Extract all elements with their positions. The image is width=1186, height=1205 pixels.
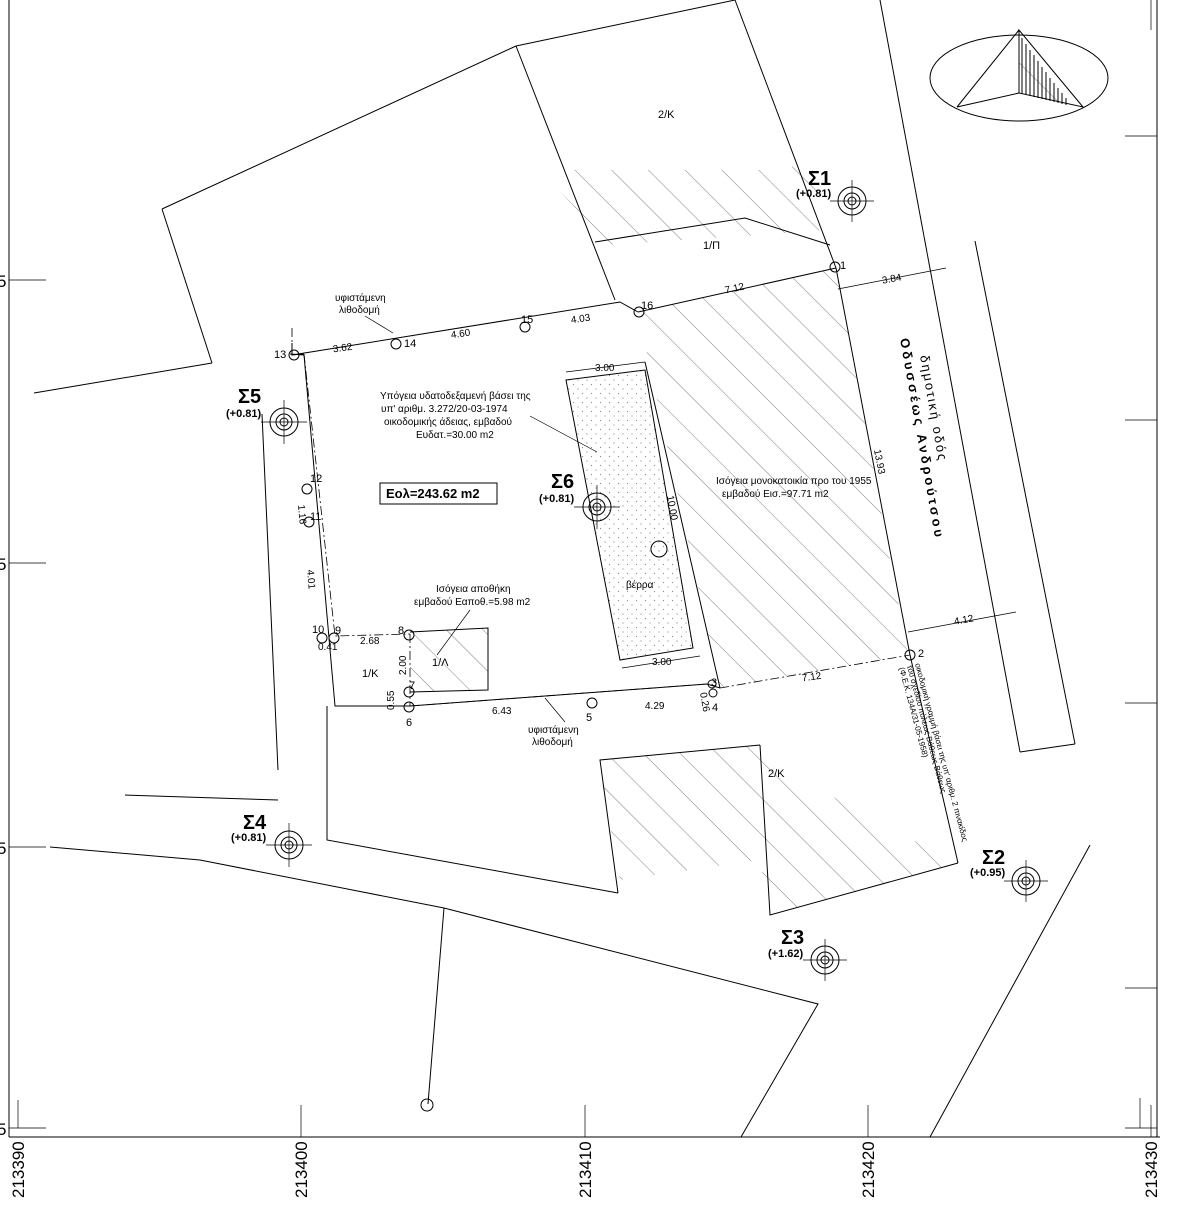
storage-label: Ισόγεια αποθήκη bbox=[436, 583, 511, 595]
point-marker-icon bbox=[420, 1098, 434, 1112]
tank-label: Ευδατ.=30.00 m2 bbox=[416, 430, 494, 441]
existing-wall-label: λιθοδομή bbox=[532, 736, 573, 748]
station-s4: Σ4 (+0.81) bbox=[231, 812, 312, 867]
dimension-label: 2.00 bbox=[398, 655, 409, 675]
dimension-label: 4.12 bbox=[953, 613, 975, 627]
point-label: 6 bbox=[406, 717, 412, 729]
area-label: 1/Κ bbox=[362, 668, 379, 680]
point-label: 16 bbox=[641, 300, 653, 312]
upper-neighbour-hatch bbox=[540, 165, 830, 245]
point-label: 10 bbox=[312, 624, 324, 636]
station-s5: Σ5 (+0.81) bbox=[226, 386, 307, 444]
dimension-label: 7.12 bbox=[724, 281, 746, 296]
well-icon bbox=[650, 540, 668, 558]
point-label: 12 bbox=[310, 473, 322, 485]
area-label: 1/Λ bbox=[432, 657, 449, 669]
house-label: Ισόγεια μονοκατοικία προ του 1955 bbox=[716, 475, 872, 487]
dimension-label: 2.68 bbox=[360, 636, 380, 647]
parcel-lines bbox=[33, 0, 1091, 1138]
dimension-label: 0.41 bbox=[318, 642, 338, 653]
dimension-label: 7.12 bbox=[801, 671, 822, 685]
building-line bbox=[291, 328, 911, 707]
station-name: Σ4 bbox=[243, 812, 267, 834]
drawing-frame bbox=[8, 0, 1160, 1138]
x-tick-label: 213390 bbox=[9, 1141, 28, 1198]
point-labels: 1 2 3 4 5 6 7 8 9 10 11 12 13 14 15 16 bbox=[274, 260, 924, 729]
well-label: βέρρα bbox=[626, 579, 654, 591]
station-s1: Σ1 (+0.81) bbox=[796, 168, 874, 222]
house-hatch bbox=[638, 268, 908, 688]
point-label: 8 bbox=[398, 625, 404, 637]
station-name: Σ2 bbox=[982, 847, 1005, 869]
dimension-label: 1.16 bbox=[295, 504, 308, 525]
station-s6: Σ6 (+0.81) bbox=[539, 471, 620, 529]
dimension-label: 3.84 bbox=[881, 272, 903, 286]
total-area-label: Εολ=243.62 m2 bbox=[386, 486, 480, 501]
tank-label: οικοδομικής άδειας, εμβαδού bbox=[384, 416, 512, 428]
y-tick-label: 5 bbox=[0, 272, 6, 291]
point-label: 2 bbox=[918, 648, 924, 660]
x-tick-label: 213420 bbox=[859, 1141, 878, 1198]
station-elevation: (+0.81) bbox=[796, 188, 831, 200]
area-label: 2/Κ bbox=[658, 109, 675, 121]
station-name: Σ1 bbox=[808, 168, 831, 190]
dimension-label: 3.00 bbox=[652, 657, 672, 668]
x-tick-label: 213410 bbox=[576, 1141, 595, 1198]
point-label: 4 bbox=[712, 702, 718, 714]
area-label: 2/Κ bbox=[768, 768, 785, 780]
dimension-label: 4.03 bbox=[570, 313, 591, 327]
tank-label: Υπόγεια υδατοδεξαμενή βάσει της bbox=[380, 390, 531, 402]
point-label: 1 bbox=[840, 260, 846, 272]
dimension-labels: 7.12 3.84 13.93 4.12 7.12 4.29 6.43 0.55… bbox=[295, 272, 975, 717]
station-s2: Σ2 (+0.95) bbox=[970, 847, 1048, 902]
station-elevation: (+0.95) bbox=[970, 867, 1005, 879]
x-tick-label: 213430 bbox=[1142, 1141, 1161, 1198]
point-label: 9 bbox=[335, 625, 341, 637]
station-name: Σ3 bbox=[781, 927, 804, 949]
dimension-label: 4.29 bbox=[645, 701, 665, 712]
dimension-label: 13.93 bbox=[871, 448, 887, 475]
area-box bbox=[379, 482, 498, 505]
station-elevation: (+0.81) bbox=[539, 493, 574, 505]
point-label: 5 bbox=[586, 712, 592, 724]
point-label: 3 bbox=[711, 677, 717, 689]
y-tick-label: 5 bbox=[0, 1120, 6, 1139]
y-tick-label: 5 bbox=[0, 555, 6, 574]
y-tick-label: 5 bbox=[0, 839, 6, 858]
dimension-label: 3.62 bbox=[332, 342, 353, 356]
station-name: Σ5 bbox=[238, 386, 261, 408]
dimension-label: 4.60 bbox=[450, 328, 471, 342]
dimension-label: 10.00 bbox=[664, 495, 679, 522]
tank-fill bbox=[566, 370, 693, 660]
lower-neighbour-hatch bbox=[598, 745, 955, 915]
dimension-label: 4.01 bbox=[304, 569, 317, 590]
existing-wall-label: υφιστάμενη bbox=[528, 724, 579, 736]
point-label: 13 bbox=[274, 349, 286, 361]
dimension-label: 0.26 bbox=[697, 692, 711, 714]
point-label: 11 bbox=[310, 511, 321, 523]
station-name: Σ6 bbox=[551, 471, 574, 493]
storage-label: εμβαδού Εαποθ.=5.98 m2 bbox=[414, 596, 531, 608]
dimension-label: 0.55 bbox=[386, 690, 397, 710]
area-label: 1/Π bbox=[703, 240, 720, 252]
station-s3: Σ3 (+1.62) bbox=[768, 927, 847, 981]
x-tick-label: 213400 bbox=[292, 1141, 311, 1198]
point-label: 14 bbox=[404, 338, 416, 350]
house-label: εμβαδού Εισ.=97.71 m2 bbox=[722, 488, 829, 500]
north-arrow-icon bbox=[929, 28, 1109, 122]
existing-wall-label: υφιστάμενη bbox=[335, 292, 386, 304]
dimension-label: 3.00 bbox=[595, 363, 615, 374]
dimension-label: 6.43 bbox=[492, 706, 512, 717]
point-label: 15 bbox=[521, 314, 533, 326]
tank-label: υπ' αριθμ. 3.272/20-03-1974 bbox=[381, 404, 508, 415]
station-elevation: (+0.81) bbox=[226, 408, 261, 420]
survey-points bbox=[288, 261, 916, 713]
point-label: 7 bbox=[409, 680, 415, 692]
station-elevation: (+1.62) bbox=[768, 948, 803, 960]
station-elevation: (+0.81) bbox=[231, 832, 266, 844]
existing-wall-label: λιθοδομή bbox=[339, 304, 380, 316]
storage-hatch bbox=[410, 628, 488, 692]
